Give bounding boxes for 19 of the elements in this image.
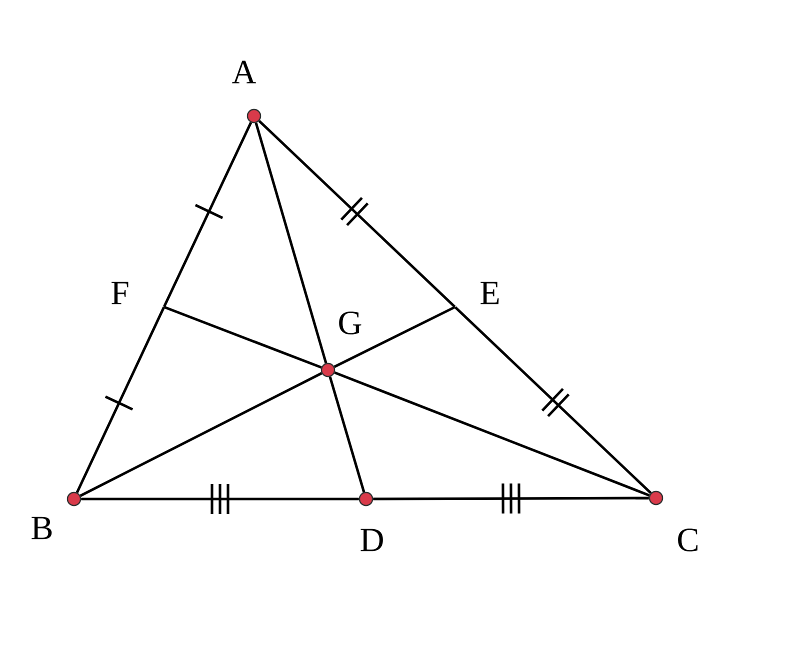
line-segment <box>258 120 456 308</box>
line-segment <box>454 306 652 494</box>
line-segment <box>164 306 322 369</box>
point-label: F <box>112 282 128 304</box>
point-label: C <box>678 528 698 552</box>
line-segment <box>76 306 166 494</box>
point-label: B <box>32 516 52 540</box>
line-segment <box>334 306 456 368</box>
point-label: G <box>339 312 362 334</box>
line-segment <box>328 376 366 493</box>
line-segment <box>254 122 328 364</box>
line-segment <box>334 371 650 497</box>
line-segment <box>373 496 649 500</box>
point-label: E <box>480 282 499 304</box>
line-segment <box>162 122 252 308</box>
line-segment <box>80 372 322 497</box>
point-label: A <box>232 60 256 84</box>
line-segment <box>81 498 359 500</box>
point-label: D <box>360 528 383 552</box>
